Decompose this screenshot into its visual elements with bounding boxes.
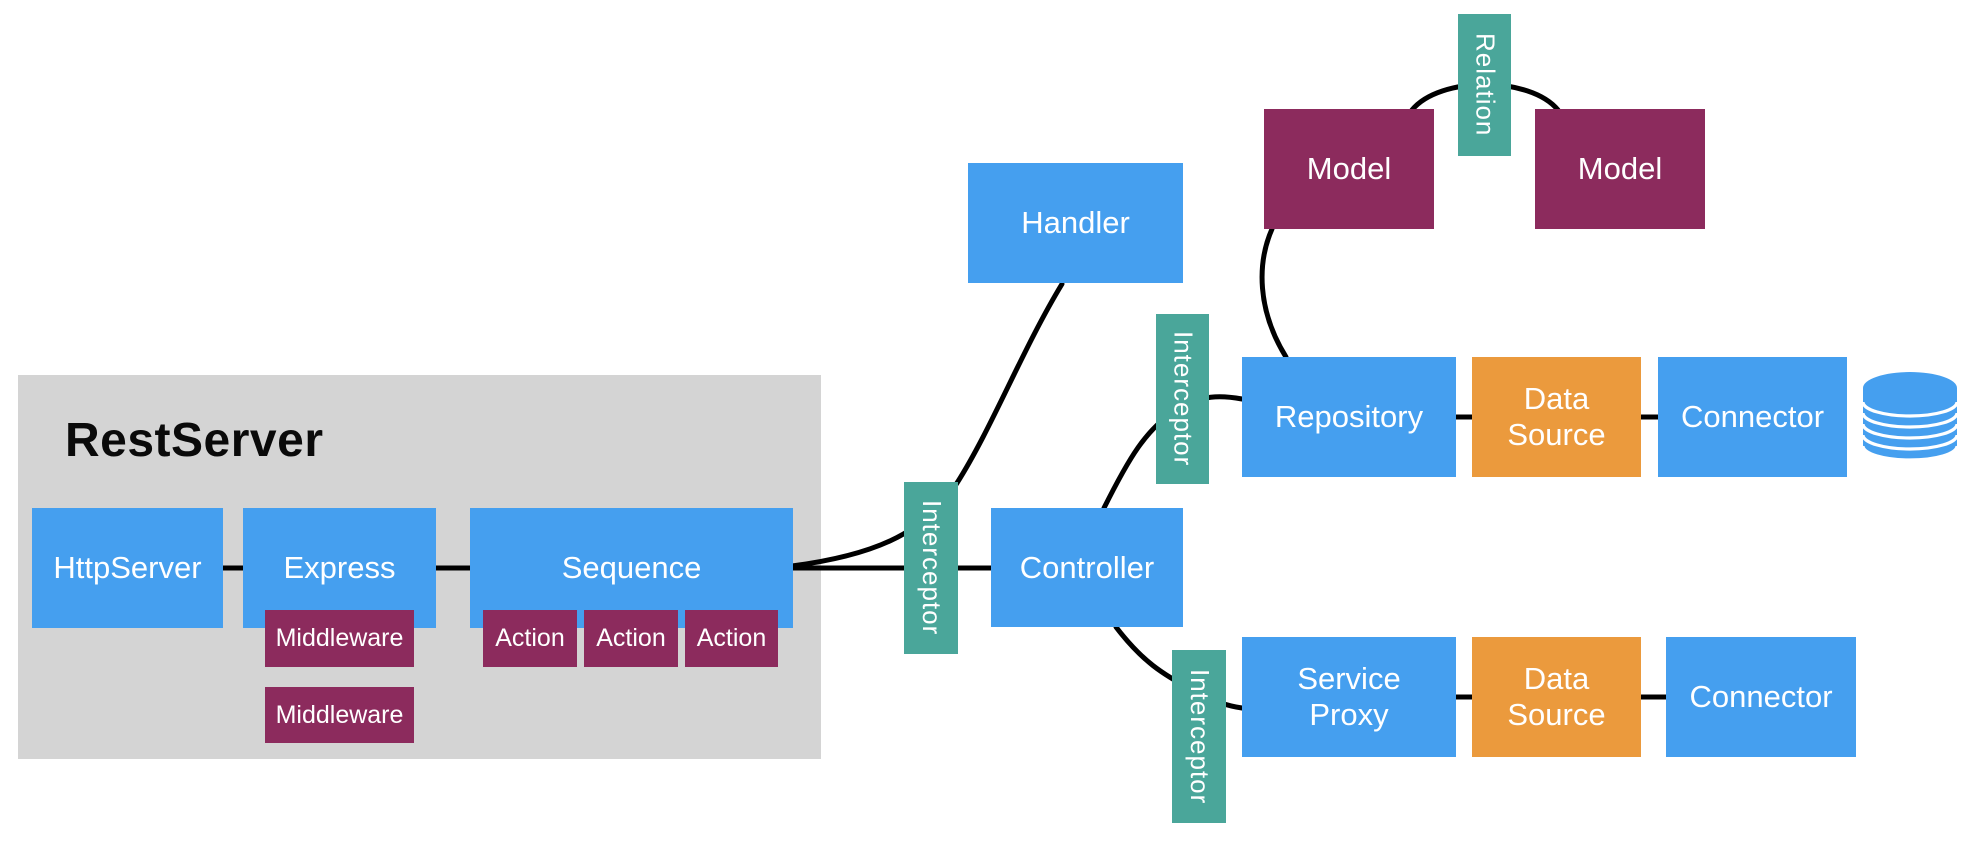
node-interceptor-1: Interceptor [904, 482, 958, 654]
node-action-2: Action [584, 610, 678, 667]
node-label-express: Express [283, 550, 396, 586]
node-service-proxy: Service Proxy [1242, 637, 1456, 757]
node-controller: Controller [991, 508, 1183, 627]
database-disk-separator [1862, 434, 1958, 451]
node-connector-2: Connector [1666, 637, 1856, 757]
node-label-connector-2: Connector [1689, 679, 1833, 715]
node-interceptor-3: Interceptor [1172, 650, 1226, 823]
edge-model-repository [1259, 226, 1289, 360]
database-disk-separator [1862, 445, 1958, 462]
node-label-middleware-2: Middleware [275, 700, 404, 729]
node-label-interceptor-3: Interceptor [1184, 668, 1215, 805]
node-label-interceptor-2: Interceptor [1168, 331, 1199, 467]
node-sequence: Sequence [470, 508, 793, 628]
node-relation: Relation [1458, 14, 1511, 156]
database-disk-separator [1862, 423, 1958, 440]
node-interceptor-2: Interceptor [1156, 314, 1209, 484]
node-label-relation: Relation [1470, 33, 1501, 137]
node-label-middleware-1: Middleware [275, 624, 404, 653]
node-label-datasource-2: Data Source [1507, 661, 1606, 732]
node-label-action-2: Action [596, 624, 666, 653]
database-disk-separator [1862, 401, 1958, 418]
node-label-connector-1: Connector [1680, 399, 1825, 435]
node-express: Express [243, 508, 436, 628]
node-connector-1: Connector [1658, 357, 1847, 477]
node-label-interceptor-1: Interceptor [916, 500, 947, 636]
node-datasource-1: Data Source [1472, 357, 1641, 477]
node-handler: Handler [968, 163, 1183, 283]
node-model-1: Model [1264, 109, 1434, 229]
node-action-1: Action [483, 610, 577, 667]
node-label-controller: Controller [1019, 549, 1155, 585]
node-label-handler: Handler [1021, 205, 1130, 241]
database-icon [1862, 372, 1958, 462]
node-middleware-1: Middleware [265, 610, 414, 667]
node-label-model-1: Model [1306, 151, 1392, 187]
node-label-action-1: Action [495, 624, 565, 653]
node-label-sequence: Sequence [561, 550, 702, 586]
node-repository: Repository [1242, 357, 1456, 477]
rest-server-title: RestServer [65, 414, 324, 467]
node-datasource-2: Data Source [1472, 637, 1641, 757]
node-label-action-3: Action [696, 624, 767, 653]
node-middleware-2: Middleware [265, 687, 414, 743]
database-disk-separator [1862, 412, 1958, 429]
node-action-3: Action [685, 610, 778, 667]
node-label-repository: Repository [1274, 399, 1424, 435]
node-label-datasource-1: Data Source [1507, 381, 1606, 452]
node-label-model-2: Model [1577, 151, 1663, 187]
node-httpserver: HttpServer [32, 508, 223, 628]
node-label-service-proxy: Service Proxy [1297, 661, 1401, 732]
node-model-2: Model [1535, 109, 1705, 229]
node-label-httpserver: HttpServer [53, 550, 202, 586]
